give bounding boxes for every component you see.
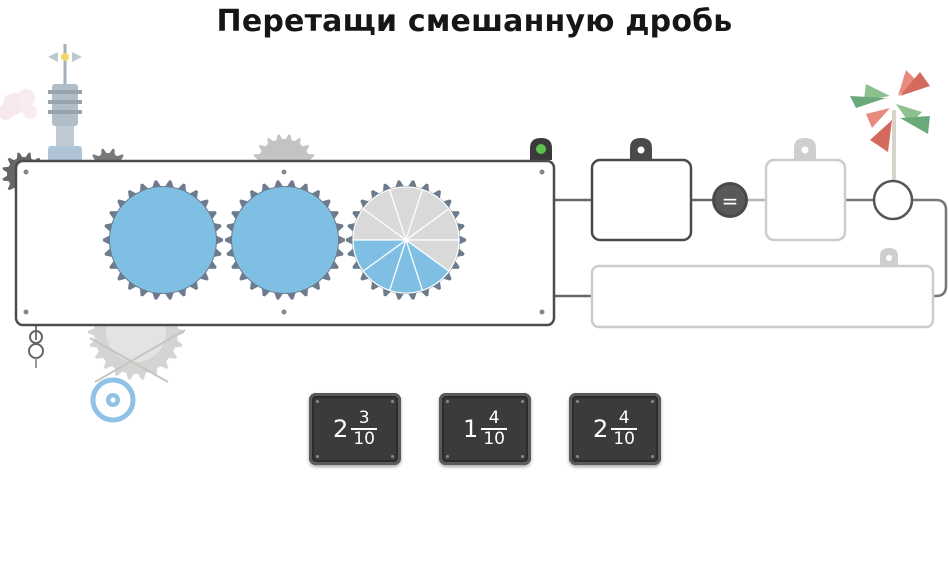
card-rivet [316,455,319,458]
fraction-gears [103,180,466,300]
card-rivet [651,455,654,458]
smoke-cloud [0,89,37,120]
card-rivet [446,455,449,458]
card-rivet [391,400,394,403]
mixed-fraction: 2 3 10 [309,393,401,465]
whole-part: 2 [593,415,609,443]
page-title: Перетащи смешанную дробь [216,4,733,39]
card-rivet [576,455,579,458]
equals-sign: = [712,182,748,218]
numerator: 3 [358,408,370,428]
connection-pipes [555,198,948,298]
numerator: 4 [618,408,630,428]
whole-part: 1 [463,415,479,443]
fraction-card-1[interactable]: 2 3 10 [309,393,401,465]
output-valve [872,179,914,221]
gear-sector-filled [352,239,408,272]
weathervane-icon [48,44,82,166]
fraction-gear-1 [103,180,223,300]
mixed-fraction: 2 4 10 [569,393,661,465]
pinwheel-icon [850,70,930,182]
fraction-part: 3 10 [351,409,377,449]
card-rivet [391,455,394,458]
mixed-fraction: 1 4 10 [439,393,531,465]
whole-part: 2 [333,415,349,443]
denominator: 10 [611,428,637,449]
denominator: 10 [481,428,507,449]
fraction-card-3[interactable]: 2 4 10 [569,393,661,465]
fraction-gear-2 [225,180,345,300]
equals-symbol: = [722,189,739,213]
frame-screws [23,169,545,315]
fraction-card-2[interactable]: 1 4 10 [439,393,531,465]
answer-drop-slot[interactable] [590,138,693,242]
card-rivet [576,400,579,403]
pulley-icon [89,329,186,423]
denominator: 10 [351,428,377,449]
pendulum [28,326,44,368]
indicator-light [530,138,552,160]
result-slot [764,138,847,242]
card-rivet [651,400,654,403]
fraction-part: 4 10 [481,409,507,449]
card-rivet [316,400,319,403]
card-rivet [446,400,449,403]
numerator: 4 [488,408,500,428]
fraction-gear-3 [346,180,466,300]
gear-sector-filled [232,187,338,293]
card-rivet [521,400,524,403]
result-bar [590,248,935,329]
card-rivet [521,455,524,458]
gear-sector-filled [110,187,216,293]
fraction-part: 4 10 [611,409,637,449]
